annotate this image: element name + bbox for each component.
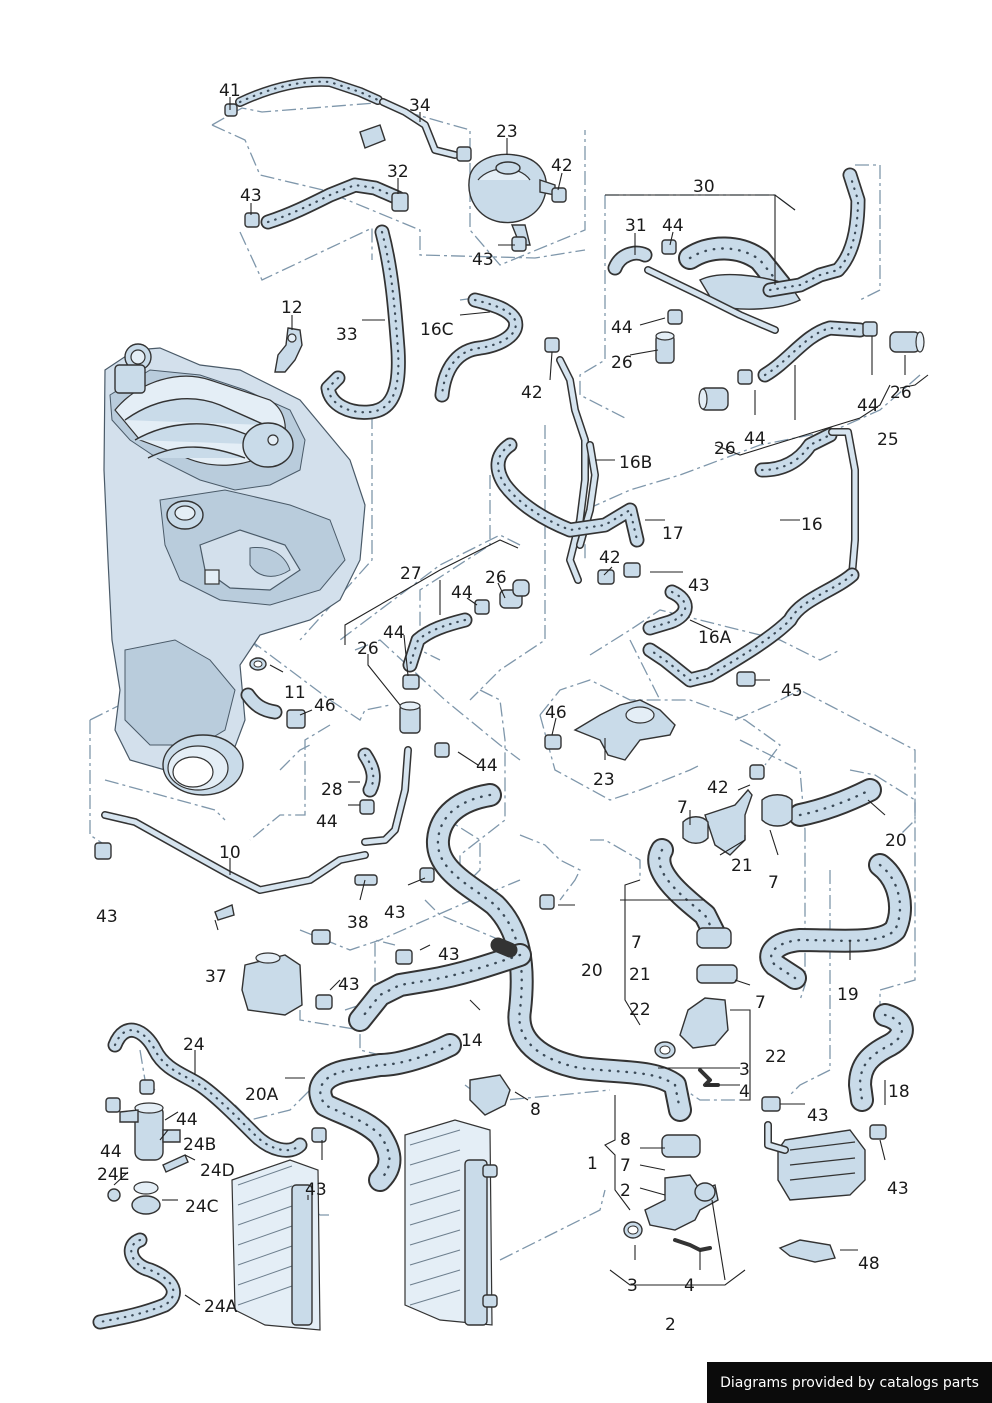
label: 44 xyxy=(611,318,633,338)
label: 42 xyxy=(521,383,543,403)
label: 28 xyxy=(321,780,343,800)
label: 14 xyxy=(461,1031,483,1051)
label: 43 xyxy=(305,1180,327,1200)
label: 46 xyxy=(314,696,336,716)
label: 42 xyxy=(551,156,573,176)
label: 43 xyxy=(96,907,118,927)
label: 7 xyxy=(755,993,766,1013)
label: 7 xyxy=(677,798,688,818)
label: 43 xyxy=(807,1106,829,1126)
label: 26 xyxy=(611,353,633,373)
label: 34 xyxy=(409,96,431,116)
label: 2 xyxy=(665,1315,676,1335)
radiator-left-fins xyxy=(237,1165,293,1306)
label: 26 xyxy=(357,639,379,659)
label: 42 xyxy=(599,548,621,568)
label: 7 xyxy=(620,1156,631,1176)
leader-lines xyxy=(113,97,929,1306)
label: 24E xyxy=(97,1165,129,1185)
label: 4 xyxy=(739,1082,750,1102)
coolant-system-exploded-diagram: 41 34 23 42 32 43 30 31 44 12 16C 33 43 … xyxy=(89,76,929,1335)
label: 48 xyxy=(858,1254,880,1274)
label: 26 xyxy=(485,568,507,588)
label: 43 xyxy=(240,186,262,206)
label: 33 xyxy=(336,325,358,345)
label: 1 xyxy=(587,1154,598,1174)
label: 8 xyxy=(530,1100,541,1120)
label: 4 xyxy=(684,1276,695,1296)
label: 24D xyxy=(200,1161,235,1181)
label: 8 xyxy=(620,1130,631,1150)
label: 45 xyxy=(781,681,803,701)
label: 12 xyxy=(281,298,303,318)
label: 20A xyxy=(245,1085,279,1105)
radiator-right-fins xyxy=(409,1129,461,1306)
label: 16B xyxy=(619,453,652,473)
label: 18 xyxy=(888,1082,910,1102)
label: 22 xyxy=(765,1047,787,1067)
label: 43 xyxy=(887,1179,909,1199)
label: 37 xyxy=(205,967,227,987)
label: 7 xyxy=(631,933,642,953)
label: 16 xyxy=(801,515,823,535)
label: 20 xyxy=(581,961,603,981)
label: 43 xyxy=(472,250,494,270)
label: 24A xyxy=(204,1297,238,1317)
label: 44 xyxy=(451,583,473,603)
label: 44 xyxy=(662,216,684,236)
label: 2 xyxy=(620,1181,631,1201)
label: 27 xyxy=(400,564,422,584)
label: 17 xyxy=(662,524,684,544)
label: 24C xyxy=(185,1197,219,1217)
label: 20 xyxy=(885,831,907,851)
label: 43 xyxy=(384,903,406,923)
label: 23 xyxy=(496,122,518,142)
label: 11 xyxy=(284,683,306,703)
label: 44 xyxy=(857,396,879,416)
label: 3 xyxy=(627,1276,638,1296)
label: 38 xyxy=(347,913,369,933)
label: 43 xyxy=(338,975,360,995)
label: 44 xyxy=(476,756,498,776)
label: 16A xyxy=(698,628,732,648)
label: 23 xyxy=(593,770,615,790)
label: 7 xyxy=(768,873,779,893)
label: 22 xyxy=(629,1000,651,1020)
label: 3 xyxy=(739,1060,750,1080)
lower-hoses xyxy=(92,778,914,1330)
radiators xyxy=(231,1119,498,1331)
label: 31 xyxy=(625,216,647,236)
label: 24 xyxy=(183,1035,205,1055)
label: 43 xyxy=(688,576,710,596)
label: 21 xyxy=(731,856,753,876)
label: 25 xyxy=(877,430,899,450)
label: 42 xyxy=(707,778,729,798)
label: 44 xyxy=(383,623,405,643)
label: 41 xyxy=(219,81,241,101)
label: 16C xyxy=(420,320,454,340)
hose-clamps xyxy=(94,103,887,1143)
label: 44 xyxy=(316,812,338,832)
part-labels: 41 34 23 42 32 43 30 31 44 12 16C 33 43 … xyxy=(96,81,912,1335)
label: 19 xyxy=(837,985,859,1005)
engine-block xyxy=(103,343,366,796)
label: 43 xyxy=(438,945,460,965)
label: 24B xyxy=(183,1135,216,1155)
label: 30 xyxy=(693,177,715,197)
top-hoses xyxy=(235,76,925,846)
label: 44 xyxy=(100,1142,122,1162)
label: 44 xyxy=(744,429,766,449)
label: 26 xyxy=(714,439,736,459)
label: 32 xyxy=(387,162,409,182)
label: 10 xyxy=(219,843,241,863)
credit-banner: Diagrams provided by catalogs parts xyxy=(707,1362,992,1403)
label: 26 xyxy=(890,383,912,403)
label: 21 xyxy=(629,965,651,985)
label: 46 xyxy=(545,703,567,723)
label: 44 xyxy=(176,1110,198,1130)
